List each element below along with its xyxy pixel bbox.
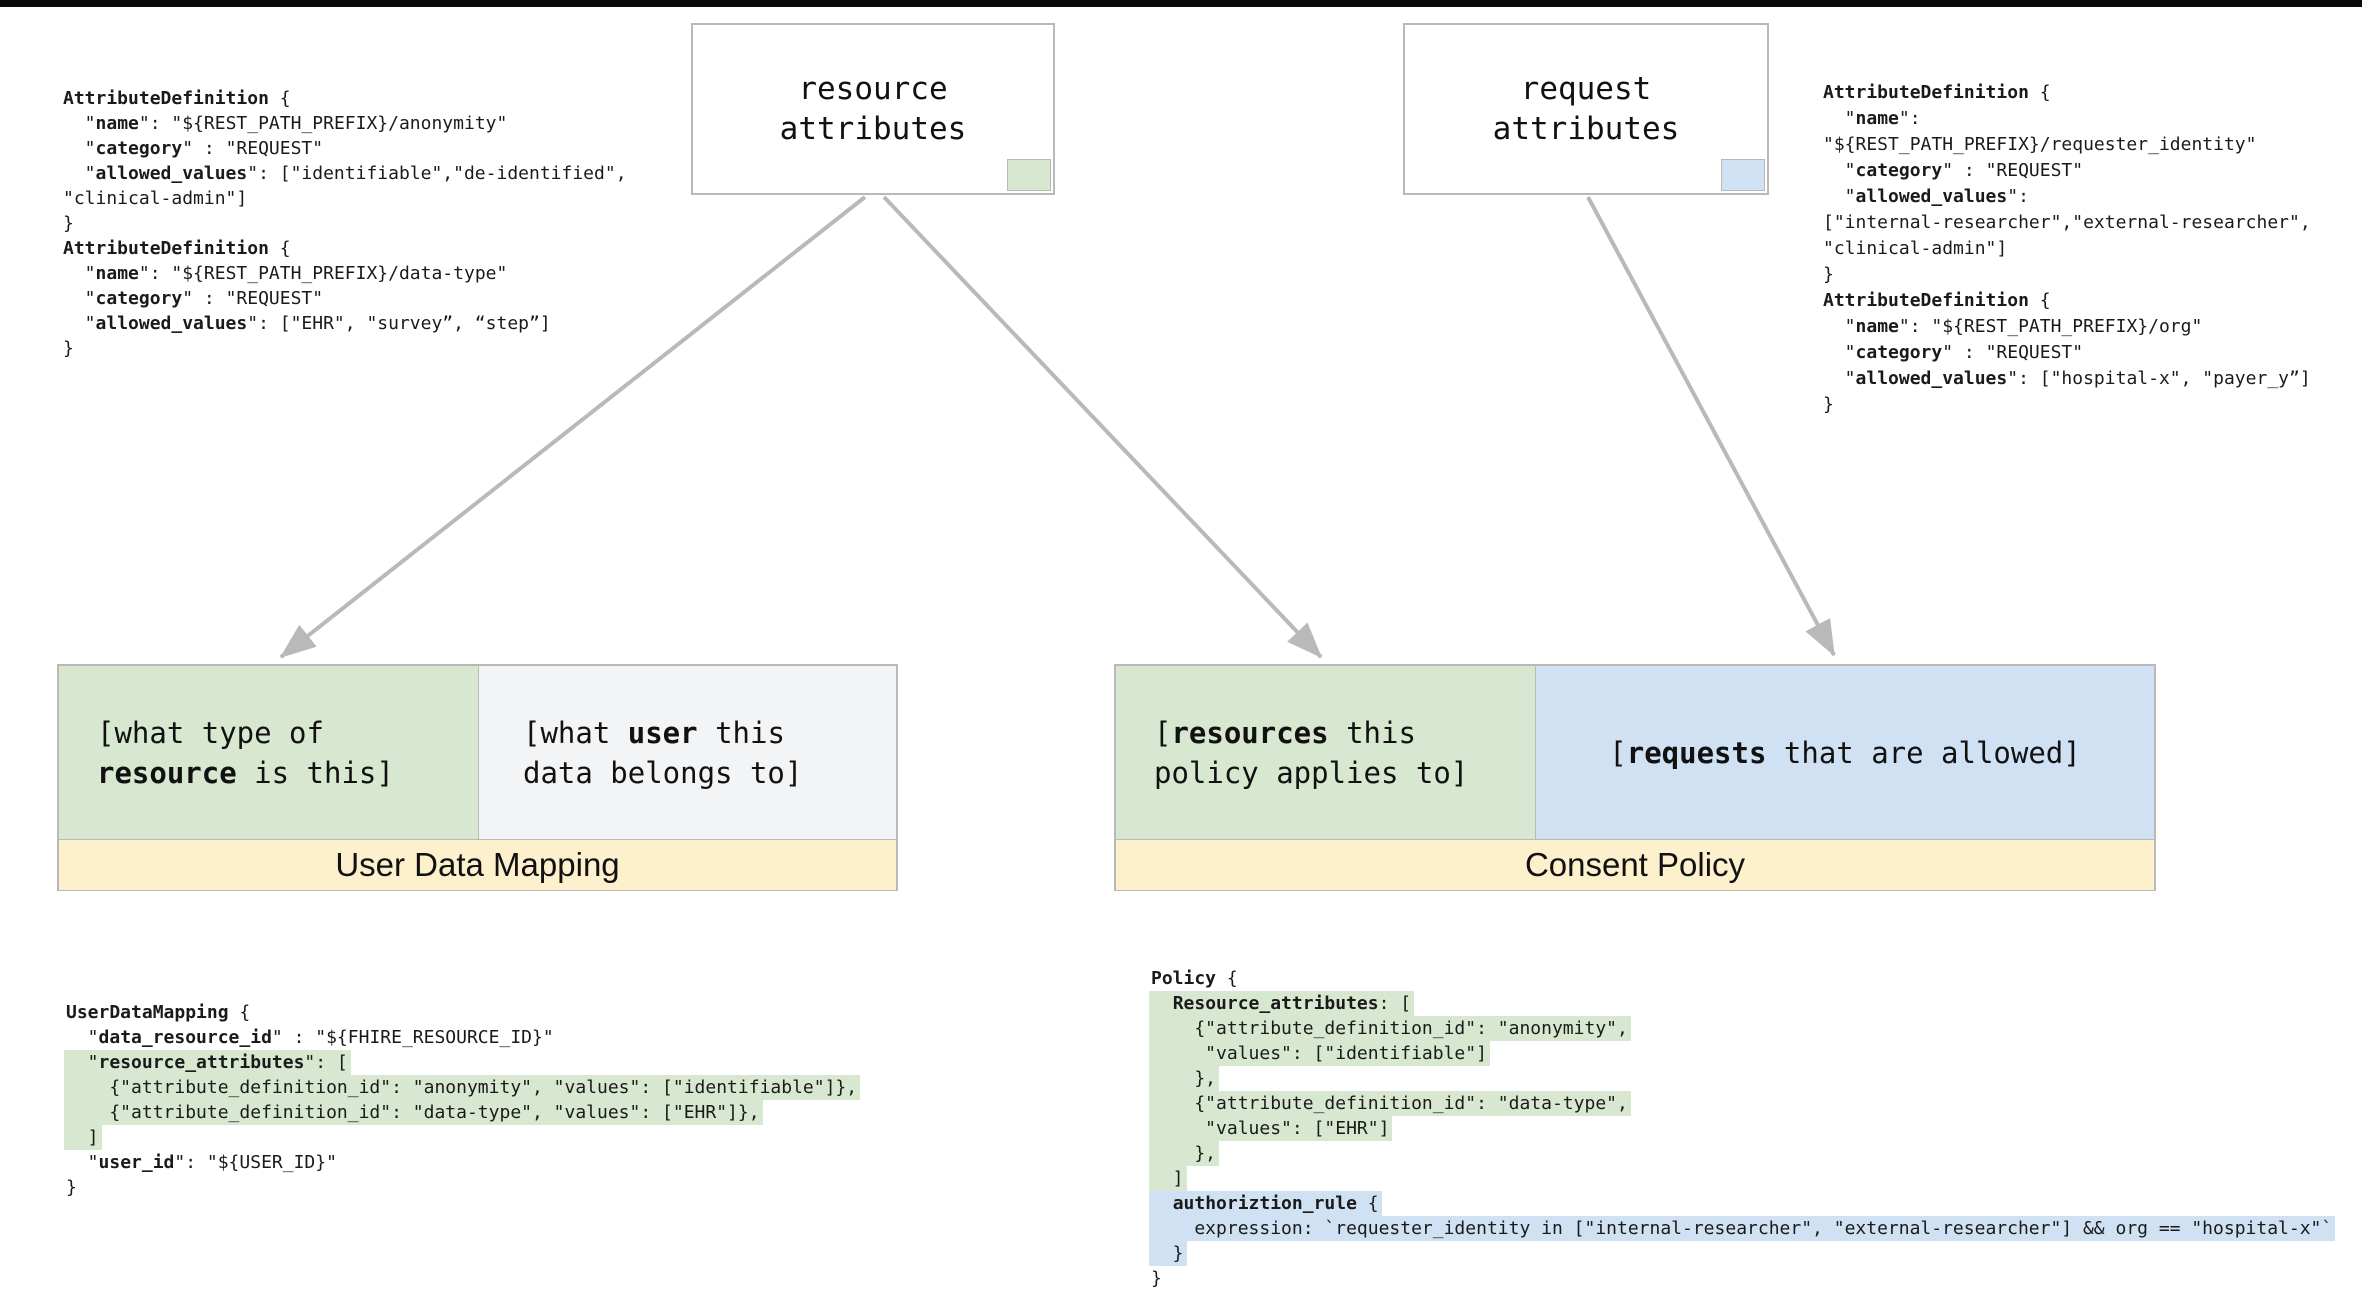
policy-code: Policy { Resource_attributes: [ {"attrib… — [1149, 966, 2336, 1291]
request-attributes-label: request attributes — [1492, 71, 1680, 147]
resource-attributes-label: resource attributes — [779, 71, 967, 147]
request-attributes-node: request attributes — [1403, 23, 1769, 195]
request-blue-chip — [1721, 159, 1765, 191]
arrow-request-to-policy — [1586, 196, 1836, 657]
user-data-mapping-code: UserDataMapping { "data_resource_id" : "… — [64, 1000, 861, 1200]
policy-requests-cell: [requests that are allowed] — [1536, 666, 2154, 839]
mapping-title: User Data Mapping — [335, 846, 620, 883]
policy-requests-cell-text: [requests that are allowed] — [1609, 735, 2081, 770]
arrow-resource-to-policy — [882, 195, 1323, 659]
policy-title: Consent Policy — [1524, 846, 1746, 883]
resource-attribute-definitions-code: AttributeDefinition { "name": "${REST_PA… — [63, 88, 627, 359]
mapping-title-bar: User Data Mapping — [59, 839, 896, 890]
resource-green-chip — [1007, 159, 1051, 191]
policy-title-bar: Consent Policy — [1116, 839, 2154, 890]
resource-attributes-node: resource attributes — [691, 23, 1055, 195]
top-border-strip — [0, 0, 2362, 7]
request-attribute-definitions-code: AttributeDefinition { "name":"${REST_PAT… — [1823, 82, 2311, 415]
